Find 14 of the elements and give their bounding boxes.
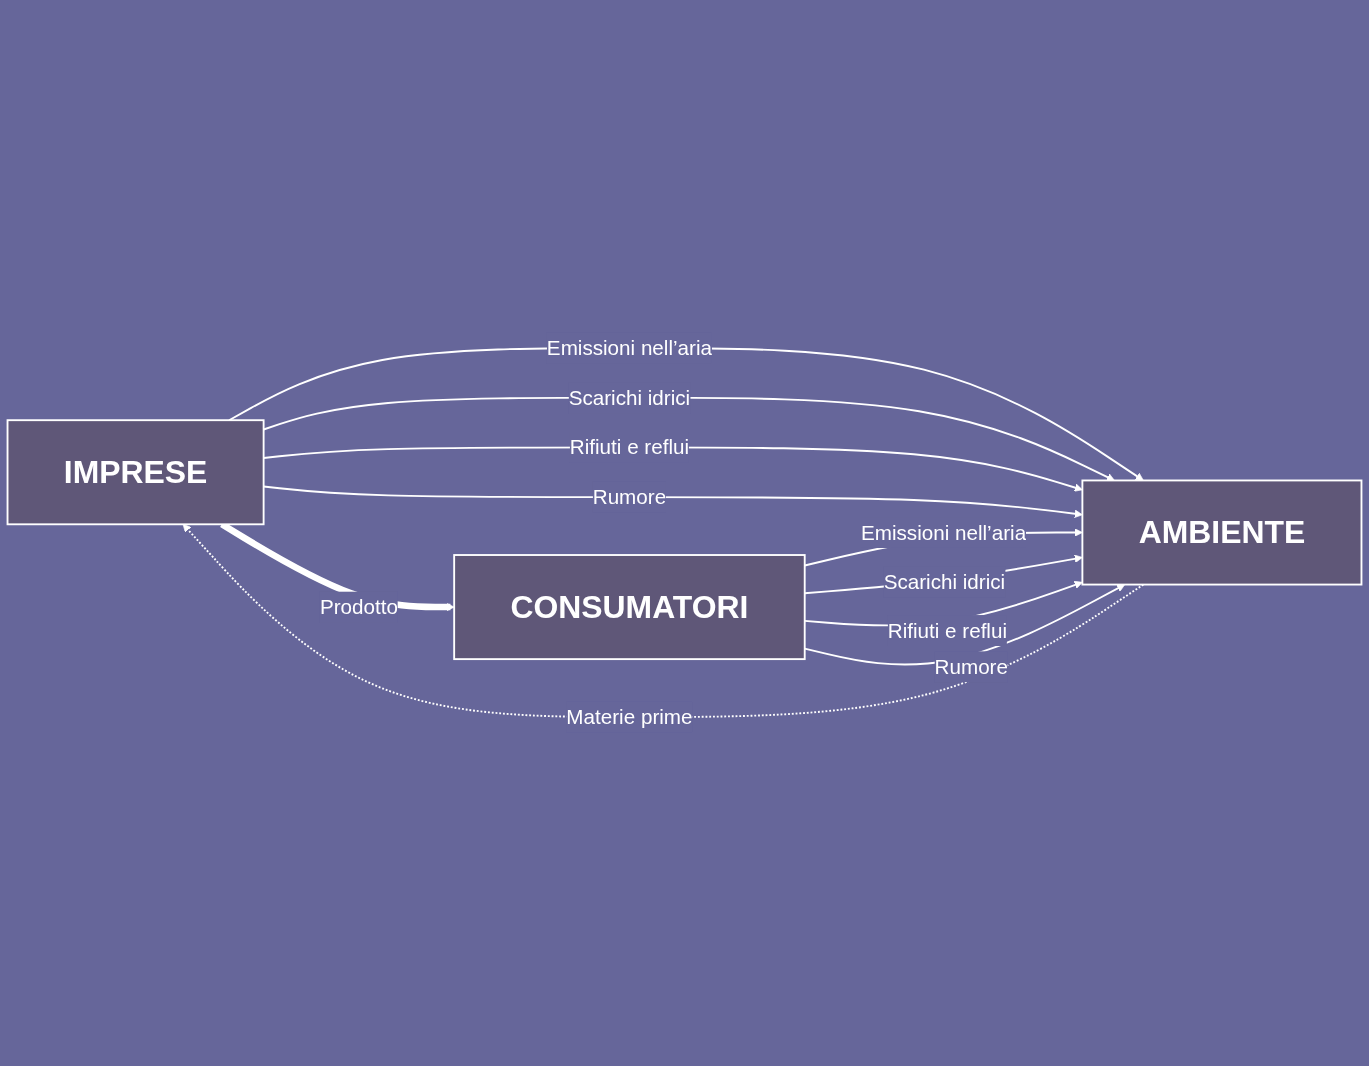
- edge-label: Rifiuti e reflui: [887, 619, 1008, 643]
- edge-label: Rumore: [592, 485, 667, 510]
- edge-label: Rifiuti e reflui: [569, 436, 690, 460]
- edge-label: Emissioni nell’aria: [860, 521, 1027, 545]
- node-box: AMBIENTE: [1081, 480, 1363, 586]
- edge-label: Prodotto: [319, 595, 398, 620]
- edge-label: Scarichi idrici: [568, 386, 691, 410]
- edge-label: Materie prime: [566, 705, 693, 730]
- node-box: IMPRESE: [6, 419, 265, 526]
- arrow: [228, 347, 1144, 482]
- edge-label: Emissioni nell’aria: [546, 336, 713, 361]
- edge-label: Rumore: [934, 655, 1008, 679]
- node-box: CONSUMATORI: [453, 554, 806, 661]
- edge-label: Scarichi idrici: [883, 570, 1006, 595]
